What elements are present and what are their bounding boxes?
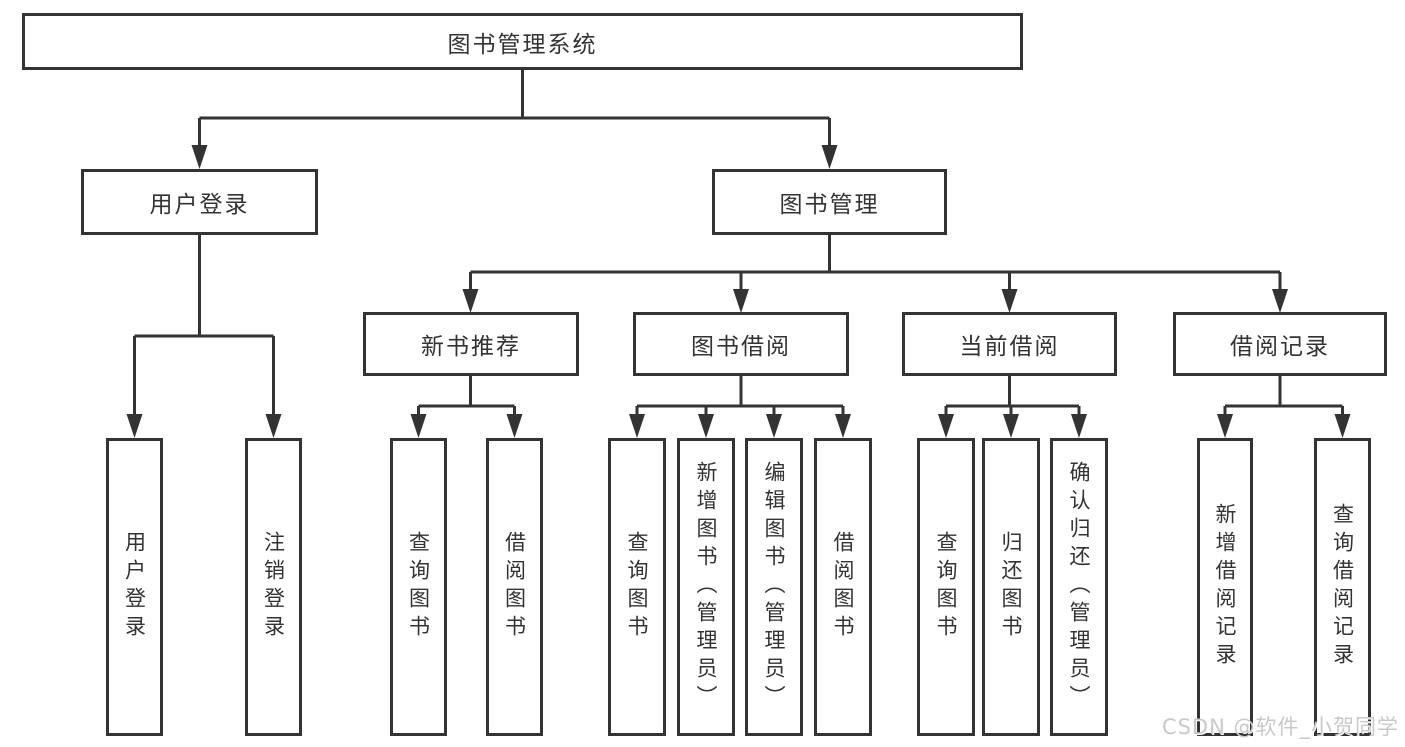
node-root-library-system: 图书管理系统 bbox=[22, 13, 1023, 70]
csdn-watermark: CSDN @软件_小贺同学 bbox=[1161, 715, 1399, 739]
node-current-borrow: 当前借阅 bbox=[902, 312, 1117, 376]
leaf-borrow-books-newbook: 借阅图书 bbox=[486, 438, 543, 736]
leaf-add-borrow-record: 新增借阅记录 bbox=[1197, 438, 1253, 736]
arrowheads bbox=[126, 145, 1351, 438]
leaf-confirm-return-admin: 确认归还（管理员） bbox=[1050, 438, 1108, 736]
node-book-management: 图书管理 bbox=[712, 169, 947, 235]
leaf-query-borrow-record: 查询借阅记录 bbox=[1314, 438, 1371, 736]
node-book-borrow: 图书借阅 bbox=[633, 312, 849, 376]
leaf-query-books-newbook: 查询图书 bbox=[390, 438, 447, 736]
leaf-edit-book-admin: 编辑图书（管理员） bbox=[745, 438, 803, 736]
tree-edges bbox=[133, 69, 1344, 419]
leaf-return-book: 归还图书 bbox=[982, 438, 1040, 736]
leaf-borrow-books-borrow: 借阅图书 bbox=[814, 438, 872, 736]
leaf-logout: 注销登录 bbox=[245, 438, 302, 736]
leaf-query-books-borrow: 查询图书 bbox=[608, 438, 666, 736]
node-user-login: 用户登录 bbox=[81, 169, 318, 235]
leaf-user-login: 用户登录 bbox=[106, 438, 163, 736]
leaf-query-books-current: 查询图书 bbox=[917, 438, 975, 736]
node-new-book-recommend: 新书推荐 bbox=[363, 312, 579, 376]
leaf-add-book-admin: 新增图书（管理员） bbox=[677, 438, 735, 736]
node-borrow-records: 借阅记录 bbox=[1173, 312, 1387, 376]
